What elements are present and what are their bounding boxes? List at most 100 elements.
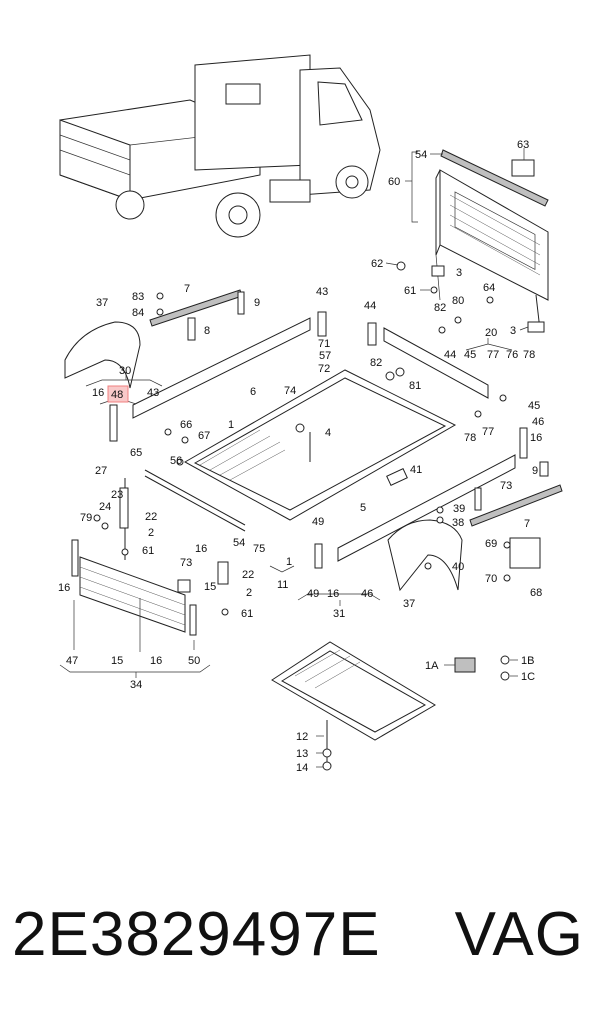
part-number: 2E3829497E xyxy=(12,900,381,969)
small-parts xyxy=(93,286,541,681)
callout-2: 2 xyxy=(148,527,154,539)
floor-plate xyxy=(271,641,436,771)
callout-76: 76 xyxy=(506,349,518,361)
callout-16: 16 xyxy=(195,543,207,555)
callout-67: 67 xyxy=(198,430,210,442)
callout-4: 4 xyxy=(325,427,331,439)
callout-15: 15 xyxy=(111,655,123,667)
callout-60: 60 xyxy=(388,176,400,188)
callout-81: 81 xyxy=(409,380,421,392)
callout-12: 12 xyxy=(296,731,308,743)
callout-34: 34 xyxy=(130,679,142,691)
callout-62: 62 xyxy=(371,258,383,270)
callout-50: 50 xyxy=(188,655,200,667)
callout-7: 7 xyxy=(524,518,530,530)
callout-7: 7 xyxy=(184,283,190,295)
callout-41: 41 xyxy=(410,464,422,476)
callout-27: 27 xyxy=(95,465,107,477)
callout-16: 16 xyxy=(327,588,339,600)
exploded-parts-diagram: 54 60 63 62 3 61 64 3 37 83 7 9 84 8 43 … xyxy=(58,54,563,774)
callout-63: 63 xyxy=(517,139,529,151)
leader-lines xyxy=(59,148,529,768)
headboard-assembly xyxy=(396,149,549,333)
callout-45: 45 xyxy=(528,400,540,412)
callout-61: 61 xyxy=(404,285,416,297)
callout-9: 9 xyxy=(532,465,538,477)
callout-73: 73 xyxy=(500,480,512,492)
callout-57: 57 xyxy=(319,350,331,362)
mudguards xyxy=(64,321,463,592)
callout-20: 20 xyxy=(485,327,497,339)
callout-22: 22 xyxy=(145,511,157,523)
callout-5: 5 xyxy=(360,502,366,514)
callout-47: 47 xyxy=(66,655,78,667)
callout-3: 3 xyxy=(456,267,462,279)
callout-64: 64 xyxy=(483,282,495,294)
callout-6: 6 xyxy=(250,386,256,398)
callout-72: 72 xyxy=(318,363,330,375)
callout-11: 11 xyxy=(277,579,288,591)
callout-83: 83 xyxy=(132,291,144,303)
callout-3: 3 xyxy=(510,325,516,337)
callout-68: 68 xyxy=(530,587,542,599)
callout-24: 24 xyxy=(99,501,111,513)
callout-37: 37 xyxy=(96,297,108,309)
callout-43: 43 xyxy=(147,387,159,399)
callout-78: 78 xyxy=(523,349,535,361)
callout-1: 1 xyxy=(286,556,292,568)
footer: 2E3829497E VAG xyxy=(0,890,600,980)
callout-13: 13 xyxy=(296,748,308,760)
callout-labels: 54 60 63 62 3 61 64 3 37 83 7 9 84 8 43 … xyxy=(58,139,544,774)
callout-71: 71 xyxy=(318,338,330,350)
callout-22: 22 xyxy=(242,569,254,581)
highlight-box xyxy=(107,385,129,403)
brand-name: VAG xyxy=(454,900,584,969)
callout-82: 82 xyxy=(370,357,382,369)
callout-61: 61 xyxy=(142,545,154,557)
callout-40: 40 xyxy=(452,561,464,573)
callout-46: 46 xyxy=(361,588,373,600)
callout-1: 1 xyxy=(228,419,234,431)
callout-77: 77 xyxy=(482,426,494,438)
callout-1A: 1A xyxy=(425,660,439,672)
callout-44: 44 xyxy=(364,300,376,312)
callout-79: 79 xyxy=(80,512,92,524)
callout-39: 39 xyxy=(453,503,465,515)
callout-49: 49 xyxy=(312,516,324,528)
callout-23: 23 xyxy=(111,489,123,501)
callout-14: 14 xyxy=(296,762,308,774)
callout-2: 2 xyxy=(246,587,252,599)
callout-66: 66 xyxy=(180,419,192,431)
callout-82: 82 xyxy=(434,302,446,314)
callout-49: 49 xyxy=(307,588,319,600)
callout-9: 9 xyxy=(254,297,260,309)
callout-80: 80 xyxy=(452,295,464,307)
callout-1B: 1B xyxy=(521,655,534,667)
callout-16: 16 xyxy=(150,655,162,667)
callout-73: 73 xyxy=(180,557,192,569)
callout-45: 45 xyxy=(464,349,476,361)
callout-48: 48 xyxy=(111,389,123,401)
callout-16: 16 xyxy=(92,387,104,399)
callout-15: 15 xyxy=(204,581,216,593)
callout-54: 54 xyxy=(233,537,245,549)
callout-77: 77 xyxy=(487,349,499,361)
callout-1C: 1C xyxy=(521,671,535,683)
callout-65: 65 xyxy=(130,447,142,459)
callout-75: 75 xyxy=(253,543,265,555)
callout-8: 8 xyxy=(204,325,210,337)
floor-frame xyxy=(124,369,457,560)
callout-61: 61 xyxy=(241,608,253,620)
callout-38: 38 xyxy=(452,517,464,529)
callout-84: 84 xyxy=(132,307,144,319)
callout-54: 54 xyxy=(415,149,427,161)
callout-16: 16 xyxy=(530,432,542,444)
callout-46: 46 xyxy=(532,416,544,428)
callout-78: 78 xyxy=(464,432,476,444)
side-panels xyxy=(71,289,563,636)
callout-74: 74 xyxy=(284,385,296,397)
callout-37: 37 xyxy=(403,598,415,610)
callout-43: 43 xyxy=(316,286,328,298)
callout-30: 30 xyxy=(119,365,131,377)
callout-69: 69 xyxy=(485,538,497,550)
